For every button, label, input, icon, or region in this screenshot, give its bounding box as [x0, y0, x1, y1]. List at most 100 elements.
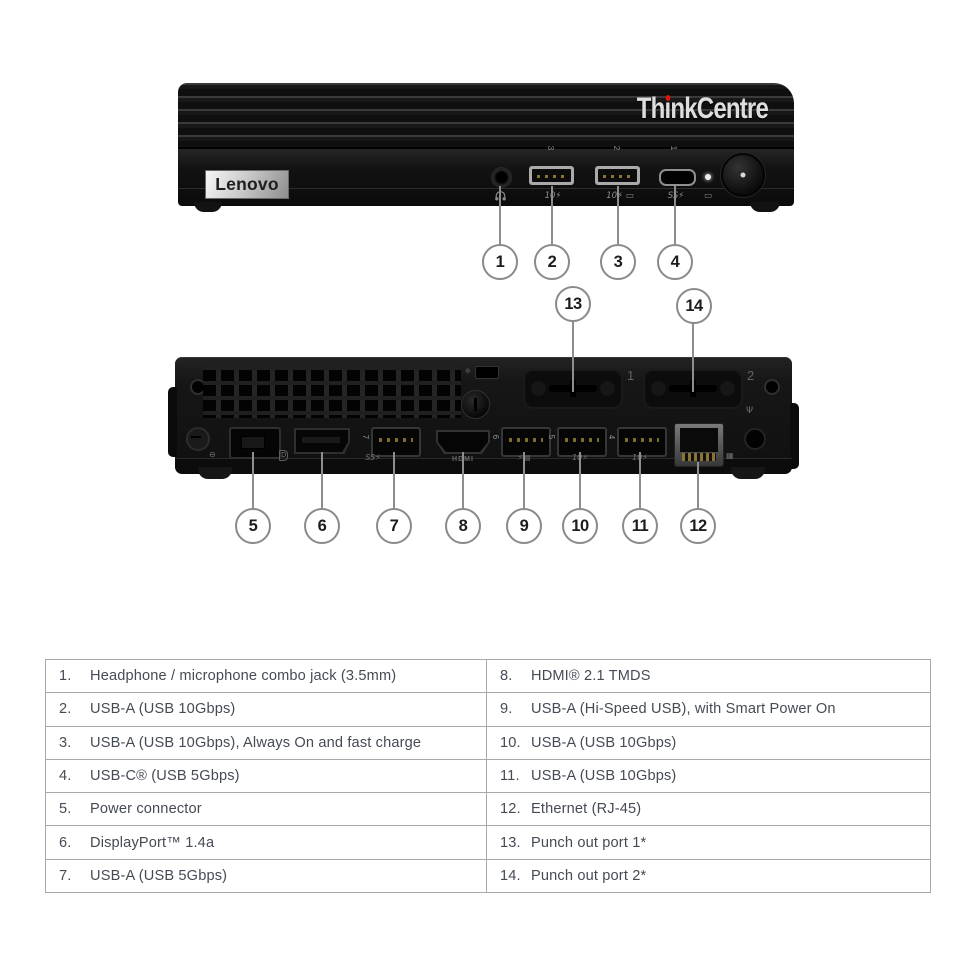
back-view-device: ⊕ 1 2 7 6 5 4 ⊖ D SS⚡ HDM — [168, 357, 799, 479]
table-row: 8.HDMI® 2.1 TMDS — [487, 660, 930, 694]
usb-10gbps-icon: 10⚡ — [530, 192, 576, 201]
callout-line-3 — [617, 186, 619, 244]
antenna-punch-out-hole — [744, 428, 766, 450]
callout-line-10 — [579, 452, 581, 508]
device-foot — [731, 467, 765, 479]
displayport-icon: D — [279, 450, 289, 461]
callout-5: 5 — [235, 508, 271, 544]
side-clip-right — [790, 403, 799, 469]
row-number: 6. — [59, 834, 72, 851]
row-number: 9. — [500, 701, 513, 718]
antenna-icon: Ψ — [746, 406, 754, 416]
row-number: 3. — [59, 734, 72, 751]
callout-8: 8 — [445, 508, 481, 544]
back-panel-seam — [175, 458, 792, 474]
table-row: 7.USB-A (USB 5Gbps) — [46, 860, 486, 892]
row-label: Headphone / microphone combo jack (3.5mm… — [90, 668, 397, 685]
callout-14: 14 — [676, 288, 712, 324]
front-port-number-label: 3 — [546, 145, 556, 151]
power-led-indicator — [705, 174, 711, 180]
row-number: 7. — [59, 867, 72, 884]
row-label: DisplayPort™ 1.4a — [90, 834, 215, 851]
callout-10: 10 — [562, 508, 598, 544]
back-port-number-label: 5 — [547, 434, 557, 440]
callout-line-11 — [639, 452, 641, 508]
callout-line-8 — [462, 452, 464, 508]
callout-line-7 — [393, 452, 395, 508]
back-usb-a-port-7 — [371, 427, 421, 457]
table-row: 14.Punch out port 2* — [487, 860, 930, 892]
callout-2: 2 — [534, 244, 570, 280]
lenovo-badge-text: Lenovo — [215, 174, 279, 194]
callout-line-14 — [692, 323, 694, 392]
callout-line-4 — [674, 186, 676, 244]
callout-11: 11 — [622, 508, 658, 544]
punch-out-screw-boss — [531, 381, 546, 396]
back-port-number-label: 4 — [607, 434, 617, 440]
callout-line-12 — [697, 462, 699, 508]
legend-right-column: 8.HDMI® 2.1 TMDS 9. USB-A (Hi-Speed USB),… — [486, 660, 930, 892]
callout-line-6 — [321, 452, 323, 508]
device-foot — [198, 467, 232, 479]
flat-head-screw — [186, 427, 210, 451]
front-top-ribbed-panel: ThinkCentre — [178, 83, 794, 147]
row-label: Punch out port 2* — [531, 867, 647, 884]
thinkcentre-logo: ThinkCentre — [636, 92, 769, 126]
device-foot — [194, 202, 222, 212]
callout-line-2 — [551, 186, 553, 244]
power-button[interactable] — [721, 153, 765, 197]
row-number: 1. — [59, 668, 72, 685]
table-row: 12.Ethernet (RJ-45) — [487, 793, 930, 827]
front-usb-c-port — [659, 169, 696, 186]
callout-12: 12 — [680, 508, 716, 544]
table-row: 6. DisplayPort™ 1.4a — [46, 826, 486, 860]
row-label: Punch out port 1* — [531, 834, 647, 851]
callout-13: 13 — [555, 286, 591, 322]
row-label: USB-A (USB 10Gbps) — [531, 734, 677, 751]
row-number: 11. — [500, 767, 520, 784]
kensington-lock-icon: ⊕ — [465, 367, 471, 375]
row-label: USB-A (USB 10Gbps), Always On and fast c… — [90, 734, 422, 751]
screw-hole — [764, 379, 780, 395]
table-row: 4.USB-C® (USB 5Gbps) — [46, 760, 486, 794]
usb-superspeed-icon: SS⚡ — [365, 453, 381, 462]
thinkcentre-logo-text: ThinkCentre — [636, 92, 769, 125]
ethernet-icon: ▦ — [726, 451, 734, 460]
row-number: 13. — [500, 834, 521, 851]
ethernet-rj45-port — [674, 423, 724, 467]
punch-out-screw-boss — [720, 381, 735, 396]
row-number: 4. — [59, 767, 72, 784]
side-clip-left — [168, 387, 177, 457]
row-number: 5. — [59, 801, 72, 818]
row-label: Power connector — [90, 801, 202, 818]
row-label: USB-A (USB 10Gbps) — [531, 767, 677, 784]
front-usb-a-port-2 — [529, 166, 574, 185]
punch-out-1-label: 1 — [627, 368, 635, 383]
front-usb-a-port-3 — [595, 166, 640, 185]
callout-line-1 — [499, 186, 501, 244]
callout-1: 1 — [482, 244, 518, 280]
thumbscrew[interactable] — [461, 390, 490, 419]
headphone-jack-port — [491, 167, 512, 188]
hdmi-port — [436, 430, 490, 454]
back-usb-a-port-9 — [501, 427, 551, 457]
usb-10gbps-charge-icon: 10⚡ ▭ — [606, 191, 634, 201]
back-usb-a-port-11 — [617, 427, 667, 457]
row-number: 10. — [500, 734, 521, 751]
table-row: 11. USB-A (USB 10Gbps) — [487, 760, 930, 794]
row-label: USB-A (USB 10Gbps) — [90, 701, 236, 718]
row-number: 12. — [500, 801, 521, 818]
row-label: USB-A (Hi-Speed USB), with Smart Power O… — [531, 701, 836, 718]
lenovo-badge: Lenovo — [205, 170, 289, 199]
power-connector-port — [229, 427, 281, 459]
callout-line-5 — [252, 452, 254, 508]
callout-line-9 — [523, 452, 525, 508]
row-number: 8. — [500, 668, 513, 685]
callout-line-13 — [572, 321, 574, 392]
front-port-number-label: 1 — [669, 145, 679, 151]
usb-superspeed-icon: SS⚡ — [667, 191, 685, 201]
back-usb-a-port-10 — [557, 427, 607, 457]
callout-6: 6 — [304, 508, 340, 544]
legend-left-column: 1. Headphone / microphone combo jack (3.5… — [46, 660, 486, 892]
